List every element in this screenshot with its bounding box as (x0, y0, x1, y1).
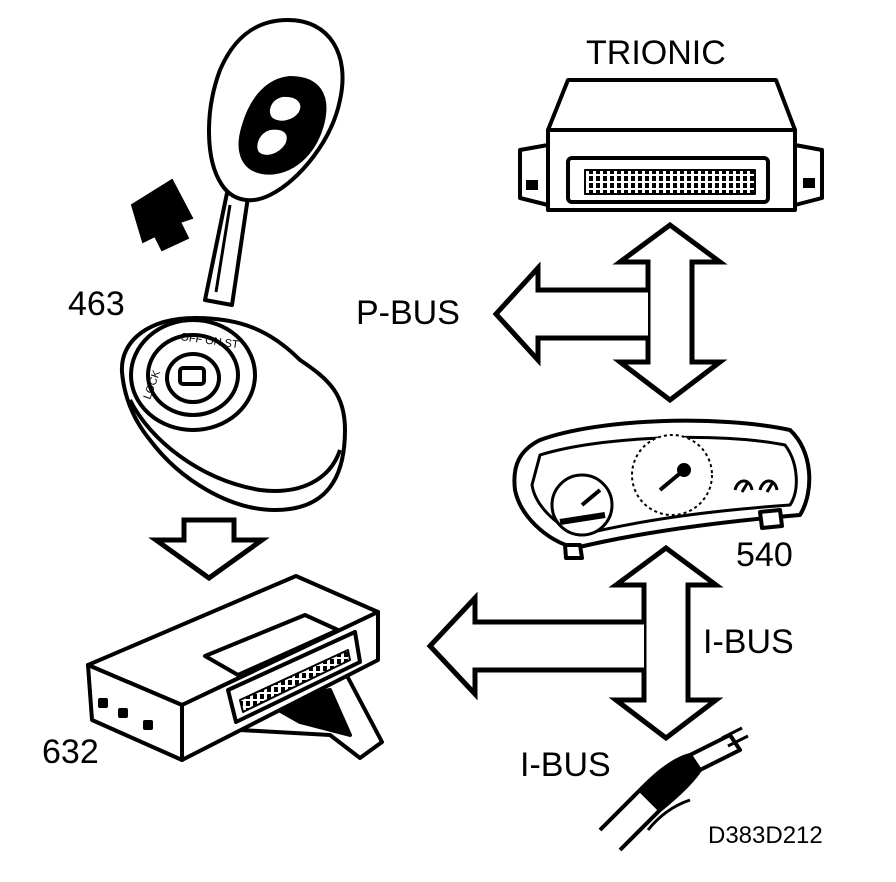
key-icon (203, 18, 345, 307)
trionic-label: TRIONIC (586, 34, 726, 72)
part-540-label: 540 (736, 536, 793, 574)
part-463-label: 463 (68, 285, 125, 323)
instrument-cluster-icon (512, 418, 812, 560)
p-bus-vertical-arrow-icon (612, 221, 728, 404)
ignition-switch-icon: OFF ON ST LOCK (119, 316, 347, 512)
i-bus-right-label: I-BUS (703, 623, 794, 661)
i-bus-bottom-label: I-BUS (520, 746, 611, 784)
figure-code-label: D383D212 (708, 822, 823, 849)
i-bus-vertical-arrow-icon (608, 544, 724, 742)
diagnostic-connector-icon (598, 726, 749, 852)
p-bus-label: P-BUS (356, 294, 460, 332)
i-bus-left-arrow-icon (426, 591, 644, 701)
trionic-ecu-icon (518, 78, 824, 212)
part-632-label: 632 (42, 733, 99, 771)
p-bus-left-arrow-icon (492, 261, 648, 367)
control-module-icon (86, 574, 384, 762)
insert-arrow-icon (130, 178, 194, 252)
down-arrow-icon (148, 517, 270, 582)
